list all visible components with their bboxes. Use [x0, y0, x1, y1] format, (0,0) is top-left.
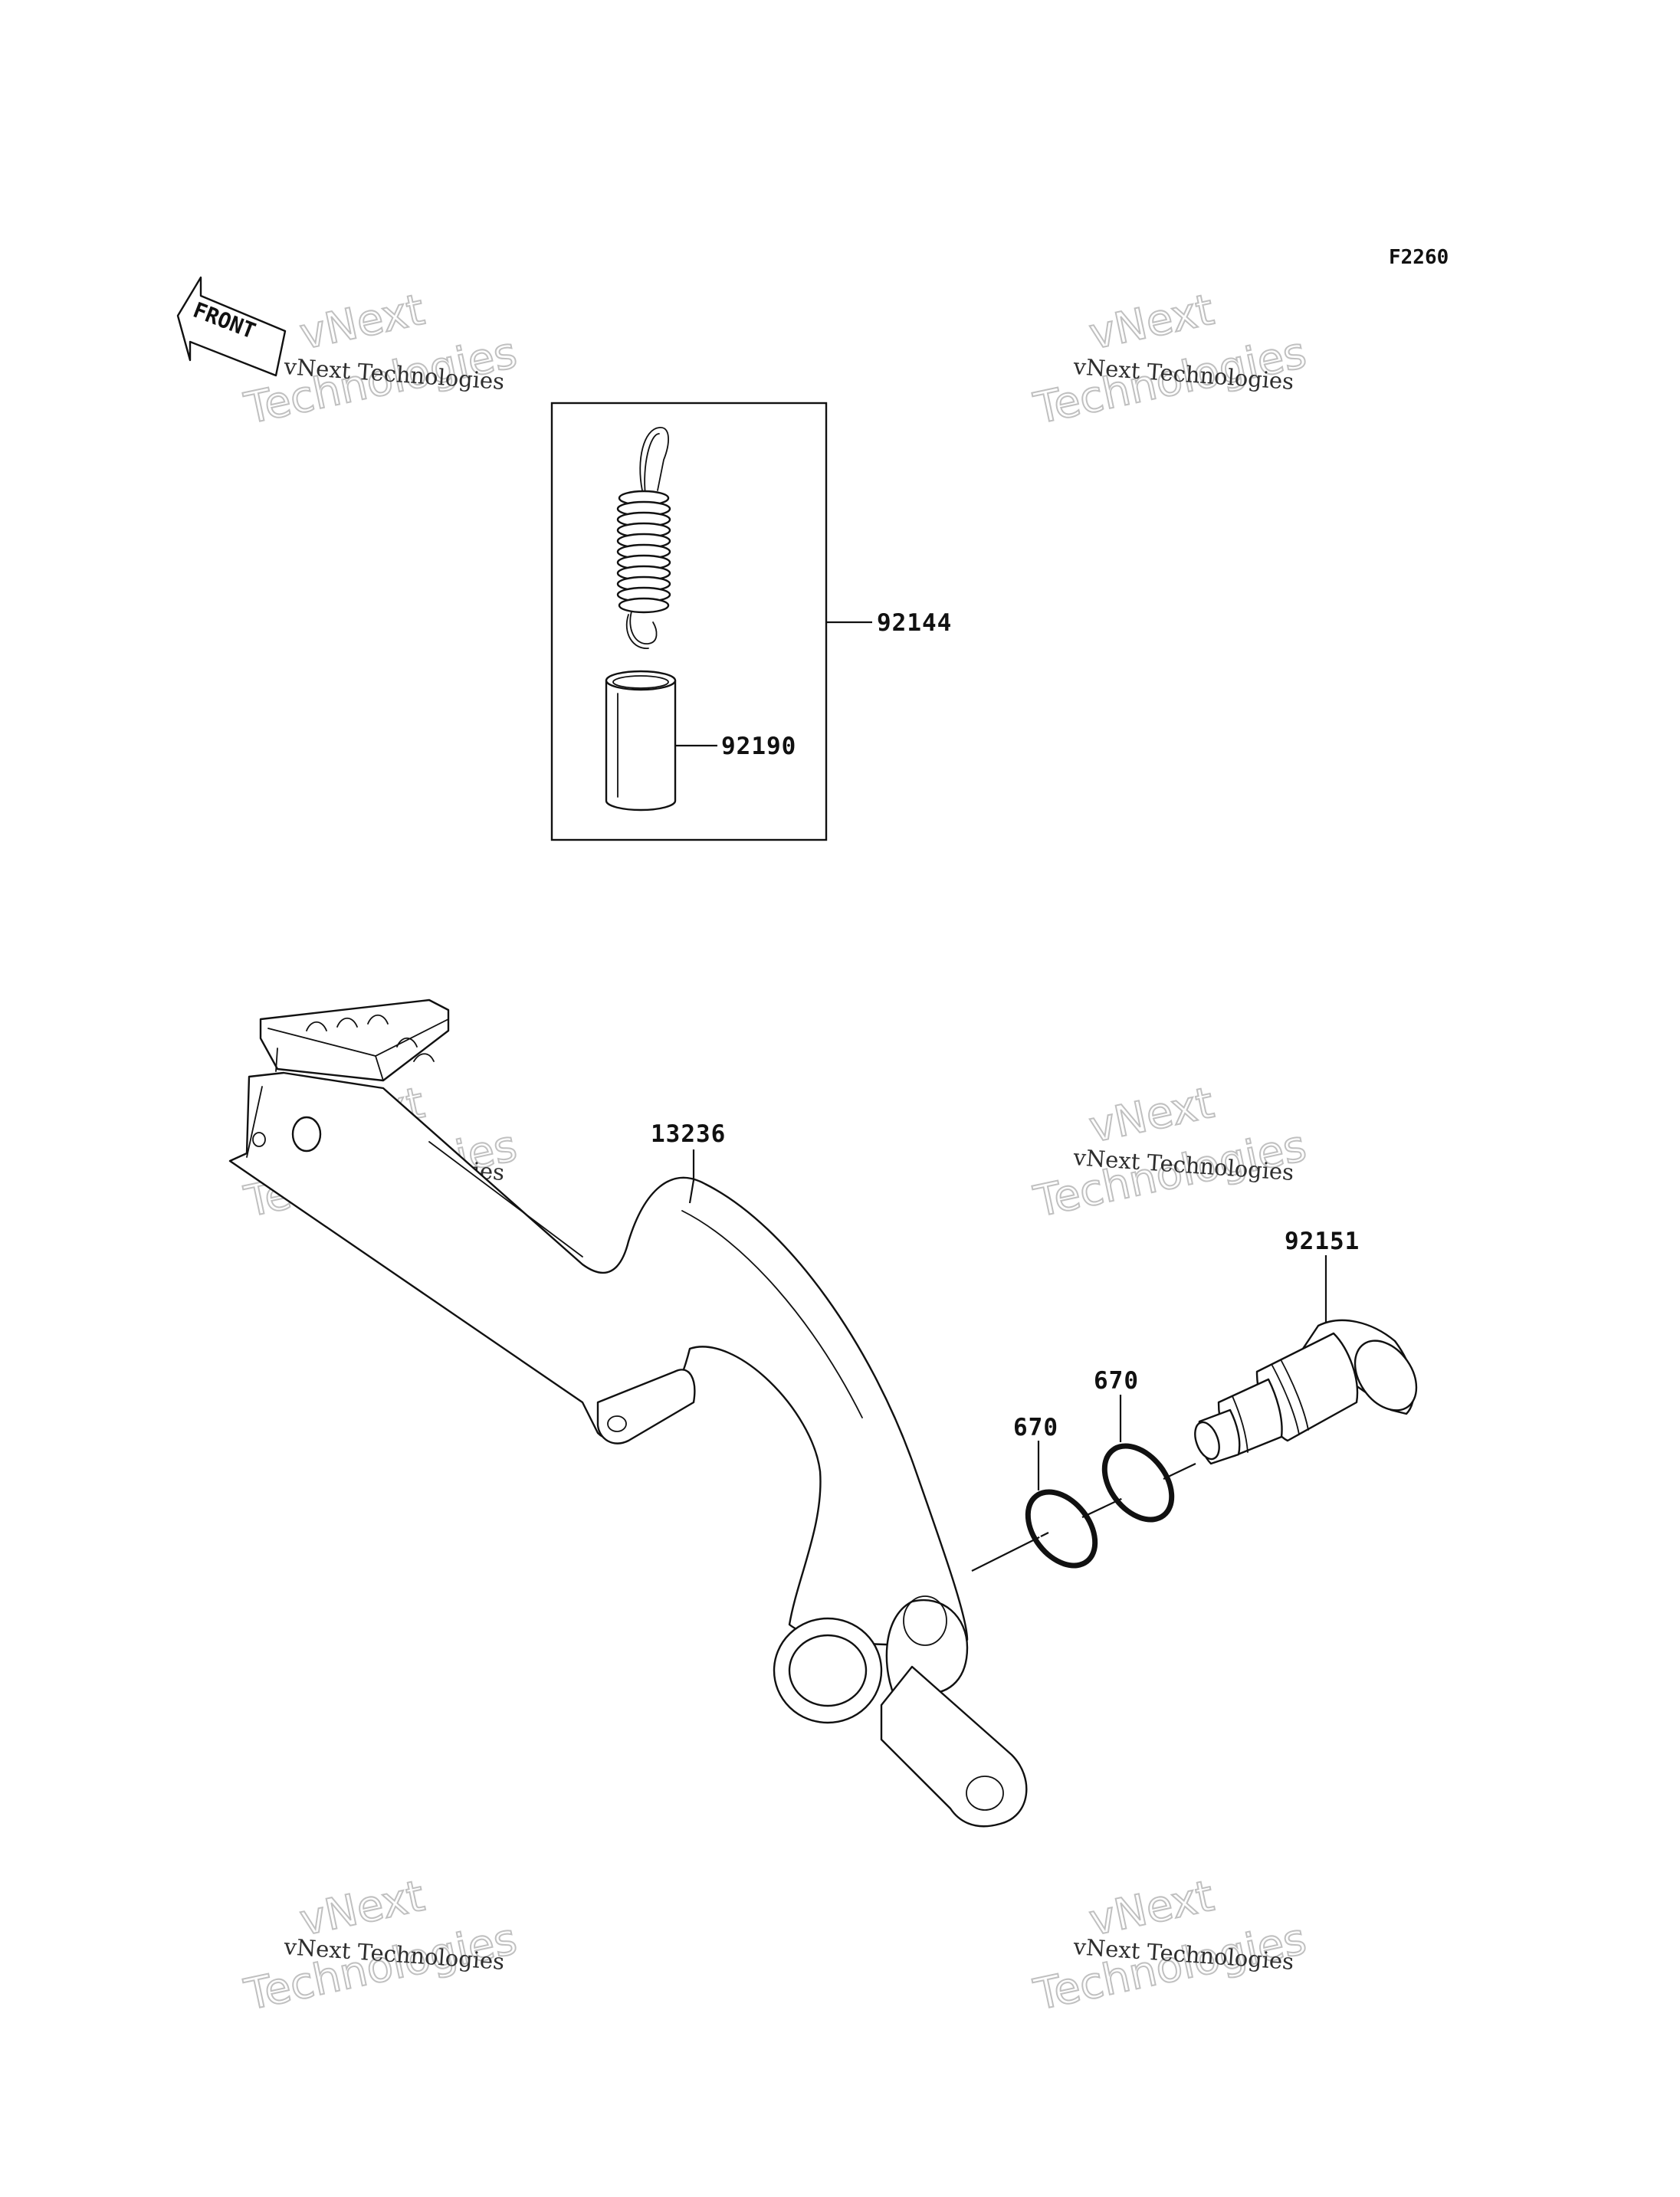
watermark-big-word1: vNext [1085, 285, 1219, 360]
part-label-670-right: 670 [1094, 1367, 1139, 1395]
pivot-bolt-icon [1194, 1319, 1418, 1465]
leader-line-13236 [688, 1149, 695, 1204]
watermark-big-word1: vNext [296, 1871, 429, 1946]
o-ring-icon [1025, 1489, 1098, 1569]
collar-icon [605, 670, 677, 812]
o-ring-icon [1101, 1443, 1175, 1523]
watermark: vNext Technologies [1029, 284, 1311, 435]
watermark-big-word1: vNext [1085, 1871, 1219, 1946]
part-label-92190: 92190 [721, 733, 796, 760]
part-label-92144: 92144 [877, 609, 952, 637]
part-label-670-left: 670 [1013, 1414, 1058, 1441]
watermark: vNext Technologies [1029, 1871, 1311, 2022]
watermark-big-word1: vNext [296, 285, 429, 360]
watermark: vNext Technologies [239, 1871, 521, 2022]
part-label-92151: 92151 [1285, 1228, 1360, 1255]
part-label-13236: 13236 [651, 1120, 726, 1148]
brake-pedal-icon [228, 998, 1028, 1828]
figure-code: F2260 [1389, 246, 1449, 269]
front-direction-arrow-icon: FRONT [176, 276, 287, 377]
watermark-big-word1: vNext [1085, 1078, 1219, 1153]
kit-box [550, 402, 828, 841]
watermark: vNext Technologies [1029, 1077, 1311, 1228]
spring-icon [616, 427, 671, 649]
